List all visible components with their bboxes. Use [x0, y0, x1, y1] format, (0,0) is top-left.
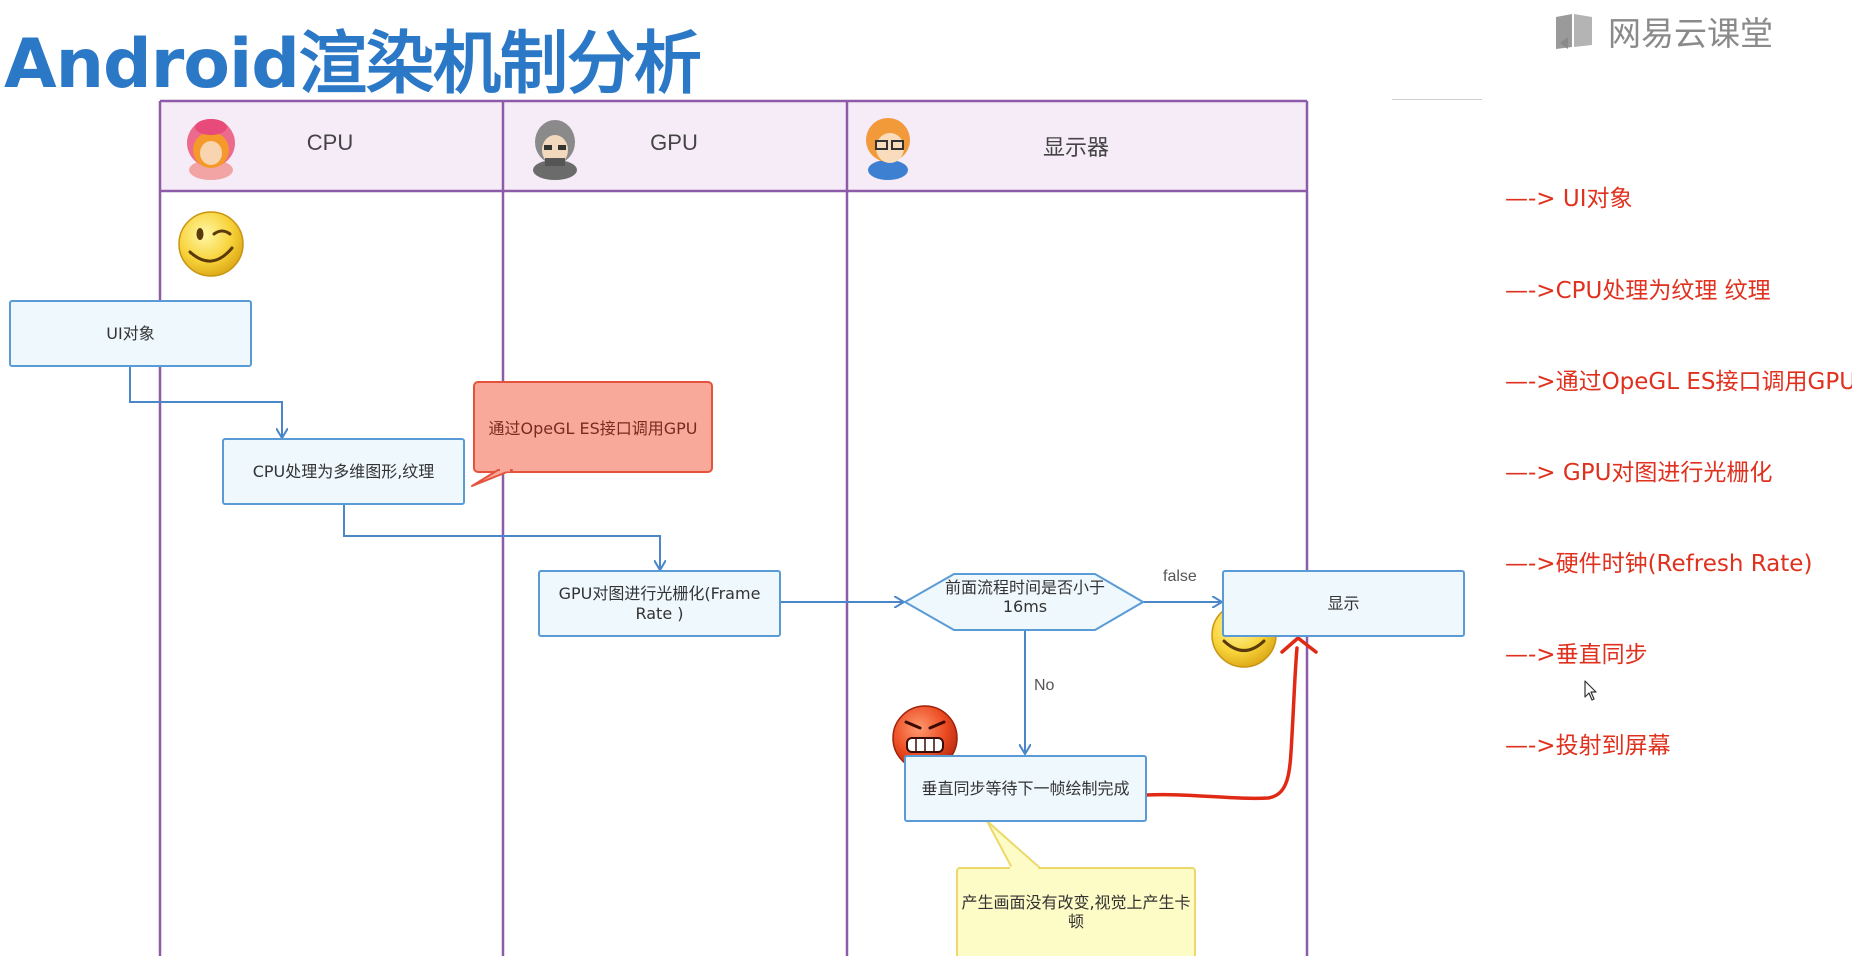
- lane-label-cpu: CPU: [306, 130, 354, 155]
- node-gpu-raster: GPU对图进行光栅化(Frame Rate ): [538, 570, 781, 637]
- lane-label-gpu: GPU: [650, 130, 698, 155]
- swimlane-grid: [158, 99, 1309, 956]
- node-display: 显示: [1222, 570, 1465, 637]
- note-stutter: 产生画面没有改变,视觉上产生卡顿: [961, 892, 1191, 931]
- wink-face-icon: [178, 211, 244, 277]
- note-opengl: 通过OpeGL ES接口调用GPU: [488, 419, 698, 438]
- edge-label-no: No: [1034, 677, 1055, 694]
- note-red-callout: [471, 381, 713, 487]
- side-note-item: —->投射到屏幕: [1505, 733, 1671, 759]
- lane-label-display: 显示器: [1042, 135, 1109, 160]
- side-note-item: —->CPU处理为纹理 纹理: [1505, 278, 1771, 304]
- node-cpu-process: CPU处理为多维图形,纹理: [222, 438, 465, 505]
- edge-label-false: false: [1163, 568, 1197, 585]
- side-note-item: —-> UI对象: [1505, 186, 1633, 212]
- node-vsync-wait: 垂直同步等待下一帧绘制完成: [904, 755, 1147, 822]
- person-grey-icon: [533, 120, 577, 180]
- node-decision: 前面流程时间是否小于16ms: [944, 578, 1105, 617]
- logo-text: 网易云课堂: [1608, 14, 1773, 53]
- cursor-icon: [1584, 680, 1597, 701]
- connector-ui-to-cpu: [129, 367, 282, 438]
- logo: 网易云课堂: [1552, 10, 1773, 53]
- decision-diamond: [902, 573, 1145, 631]
- side-note-item: —->硬件时钟(Refresh Rate): [1505, 551, 1813, 577]
- page-title: Android渲染机制分析: [4, 25, 702, 104]
- red-arrow-head: [1280, 636, 1318, 654]
- side-note-item: —->通过OpeGL ES接口调用GPU: [1505, 369, 1852, 395]
- angry-face-icon: [892, 705, 958, 771]
- note-yellow-callout: [956, 820, 1196, 956]
- side-note-item: —-> GPU对图进行光栅化: [1505, 460, 1773, 486]
- red-hand-arrow: [1144, 646, 1299, 801]
- person-glasses-icon: [866, 118, 910, 180]
- connector-cpu-to-gpu: [343, 505, 660, 570]
- node-ui-object: UI对象: [9, 300, 252, 367]
- divider: [1392, 99, 1482, 100]
- person-pink-icon: [187, 119, 235, 180]
- side-note-item: —->垂直同步: [1505, 642, 1648, 668]
- book-icon: [1556, 14, 1592, 49]
